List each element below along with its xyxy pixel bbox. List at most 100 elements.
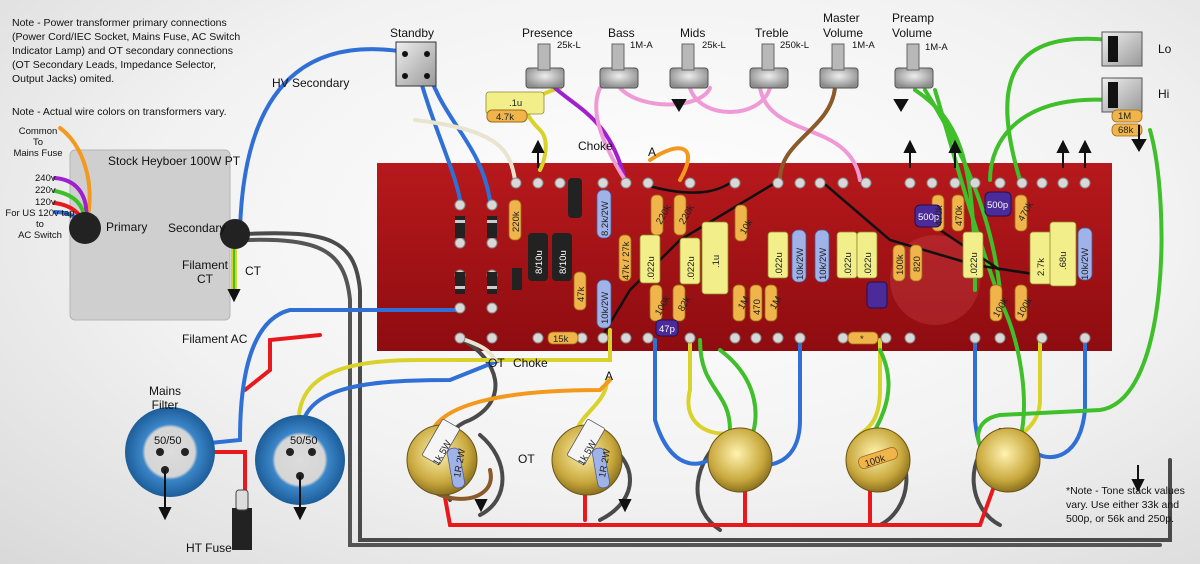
label-ot-board: OT <box>518 452 535 466</box>
diodes <box>455 178 582 294</box>
pt-tap-220: 220v <box>35 185 56 196</box>
comp-res-1r2w-a: 1R 2W <box>452 448 468 479</box>
wire-cream-standby <box>413 118 517 182</box>
comp-res-2k7: 2.7k <box>1036 258 1047 276</box>
pot-treble-name: Treble <box>755 26 789 40</box>
ht-fuse-holder <box>232 508 252 550</box>
comp-star: * <box>860 334 864 345</box>
comp-res-470k-a: 470k <box>934 205 945 226</box>
comp-cap-500p-a: 500p <box>918 212 939 223</box>
standby-switch[interactable] <box>395 41 437 87</box>
comp-res-220k: 220k <box>511 211 522 232</box>
pot-presence[interactable] <box>525 43 565 89</box>
wire-brown-master <box>778 86 837 182</box>
label-mains-filter-2: Filter <box>152 398 179 412</box>
tone-note-line3: 500p, or 56k and 250p. <box>1066 513 1174 525</box>
label-ht-fuse: HT Fuse <box>186 541 232 555</box>
pot-master-name-2: Volume <box>823 26 863 40</box>
label-hv-secondary: HV Secondary <box>272 76 349 90</box>
pot-preamp-value: 1M-A <box>925 42 948 53</box>
wire-green-return <box>976 128 1164 457</box>
socket-3 <box>707 427 773 493</box>
comp-cap-022-d: .022u <box>843 252 854 276</box>
pot-presence-name: Presence <box>522 26 573 40</box>
note2: Note - Actual wire colors on transformer… <box>12 106 227 118</box>
comp-res-8k2: 8.2k/2W <box>600 201 611 236</box>
wire-blue-v4 <box>1038 333 1087 460</box>
comp-cap-8-10u-a: 8/10u <box>534 250 545 274</box>
comp-cap-1u-mid: .1u <box>711 255 722 268</box>
note1-line1: Note - Power transformer primary connect… <box>12 17 227 29</box>
comp-res-470k-b: 470k <box>954 205 965 226</box>
wire-green-v1b <box>718 348 758 442</box>
wire-purple-presence <box>553 86 627 182</box>
svg-text:Output Jacks) omited.: Output Jacks) omited. <box>12 73 114 85</box>
comp-res-100k-b: 100k <box>895 254 906 275</box>
pot-mids-name: Mids <box>680 26 705 40</box>
pot-mids-value: 25k-L <box>702 40 726 51</box>
pot-presence-value: 25k-L <box>557 40 581 51</box>
pt-title: Stock Heyboer 100W PT <box>108 154 241 168</box>
pt-common-1: Common <box>19 126 58 137</box>
film-caps <box>422 91 1077 465</box>
comp-res-820: 820 <box>912 256 923 272</box>
filter-caps <box>125 407 345 505</box>
pot-treble-value: 250k-L <box>780 40 809 51</box>
comp-cap-68u: .68u <box>1058 252 1069 271</box>
wire-blue-filter <box>188 308 462 447</box>
comp-cap-8-10u-b: 8/10u <box>558 250 569 274</box>
comp-res-10k2w: 10k/2W <box>600 292 611 324</box>
notes-text: Note - Power transformer primary connect… <box>12 17 1185 525</box>
pt-filament-2: CT <box>197 272 214 286</box>
filter-cap-2 <box>255 415 345 505</box>
pt-secondary-label: Secondary <box>168 221 225 235</box>
pot-mids[interactable] <box>669 43 709 89</box>
res-4k7 <box>486 109 528 123</box>
pt-common-2: To <box>33 137 43 148</box>
pot-bass-name: Bass <box>608 26 635 40</box>
wire-pink-4 <box>594 86 627 182</box>
comp-res-47k27k: 47k / 27k <box>621 241 632 280</box>
label-choke-bottom: Choke <box>513 356 548 370</box>
blue-resistors <box>447 189 1093 489</box>
pt-us-2: to <box>36 219 44 230</box>
pt-tap-240: 240v <box>35 173 56 184</box>
svg-text:(OT Secondary Leads, Impedance: (OT Secondary Leads, Impedance Selector, <box>12 59 216 71</box>
comp-res-68k-jack: 68k <box>1118 125 1134 136</box>
pt-primary-label: Primary <box>106 220 147 234</box>
pot-preamp-name-2: Volume <box>892 26 932 40</box>
tone-note-line1: *Note - Tone stack values <box>1066 485 1185 497</box>
filter-cap-1-label: 50/50 <box>154 435 182 447</box>
comp-cap-022-c: .022u <box>774 252 785 276</box>
pot-master[interactable] <box>819 43 859 89</box>
tone-note-line2: vary. Use either 33k and <box>1066 499 1179 511</box>
wire-green-preamp2 <box>923 88 1002 292</box>
turrets-bottom <box>454 332 1091 344</box>
purple-caps <box>655 191 1012 337</box>
comp-res-470: 470 <box>752 299 763 315</box>
pot-bass[interactable] <box>599 43 639 89</box>
comp-res-10k2w-d: 10k/2W <box>1080 248 1091 280</box>
comp-cap-500p-b: 500p <box>987 200 1008 211</box>
comp-res-1m-jack: 1M <box>1118 111 1131 122</box>
pot-preamp-name-1: Preamp <box>892 11 934 25</box>
comp-cap-022-b: .022u <box>686 256 697 280</box>
pot-master-value: 1M-A <box>852 40 875 51</box>
comp-res-4k7-top: 4.7k <box>496 112 514 123</box>
comp-res-47k: 47k <box>576 286 587 302</box>
svg-text:Note - Actual wire colors on: Note - Actual wire colors on transformer… <box>12 106 227 118</box>
pt-primary-node <box>69 212 101 244</box>
wire-green-lo <box>1005 36 1112 182</box>
jacks <box>1101 31 1143 113</box>
comp-cap-1u-top: .1u <box>509 98 522 109</box>
wire-gray-main-b <box>243 237 1162 547</box>
note1-line3: Indicator Lamp) and OT secondary connect… <box>12 45 233 57</box>
comp-cap-47p: 47p <box>659 324 675 335</box>
pot-bass-value: 1M-A <box>630 40 653 51</box>
filter-cap-1 <box>125 407 215 497</box>
pt-tap-120: 120v <box>35 197 56 208</box>
pot-treble[interactable] <box>749 43 789 89</box>
label-filament-ac: Filament AC <box>182 332 248 346</box>
pot-preamp[interactable] <box>894 43 934 89</box>
